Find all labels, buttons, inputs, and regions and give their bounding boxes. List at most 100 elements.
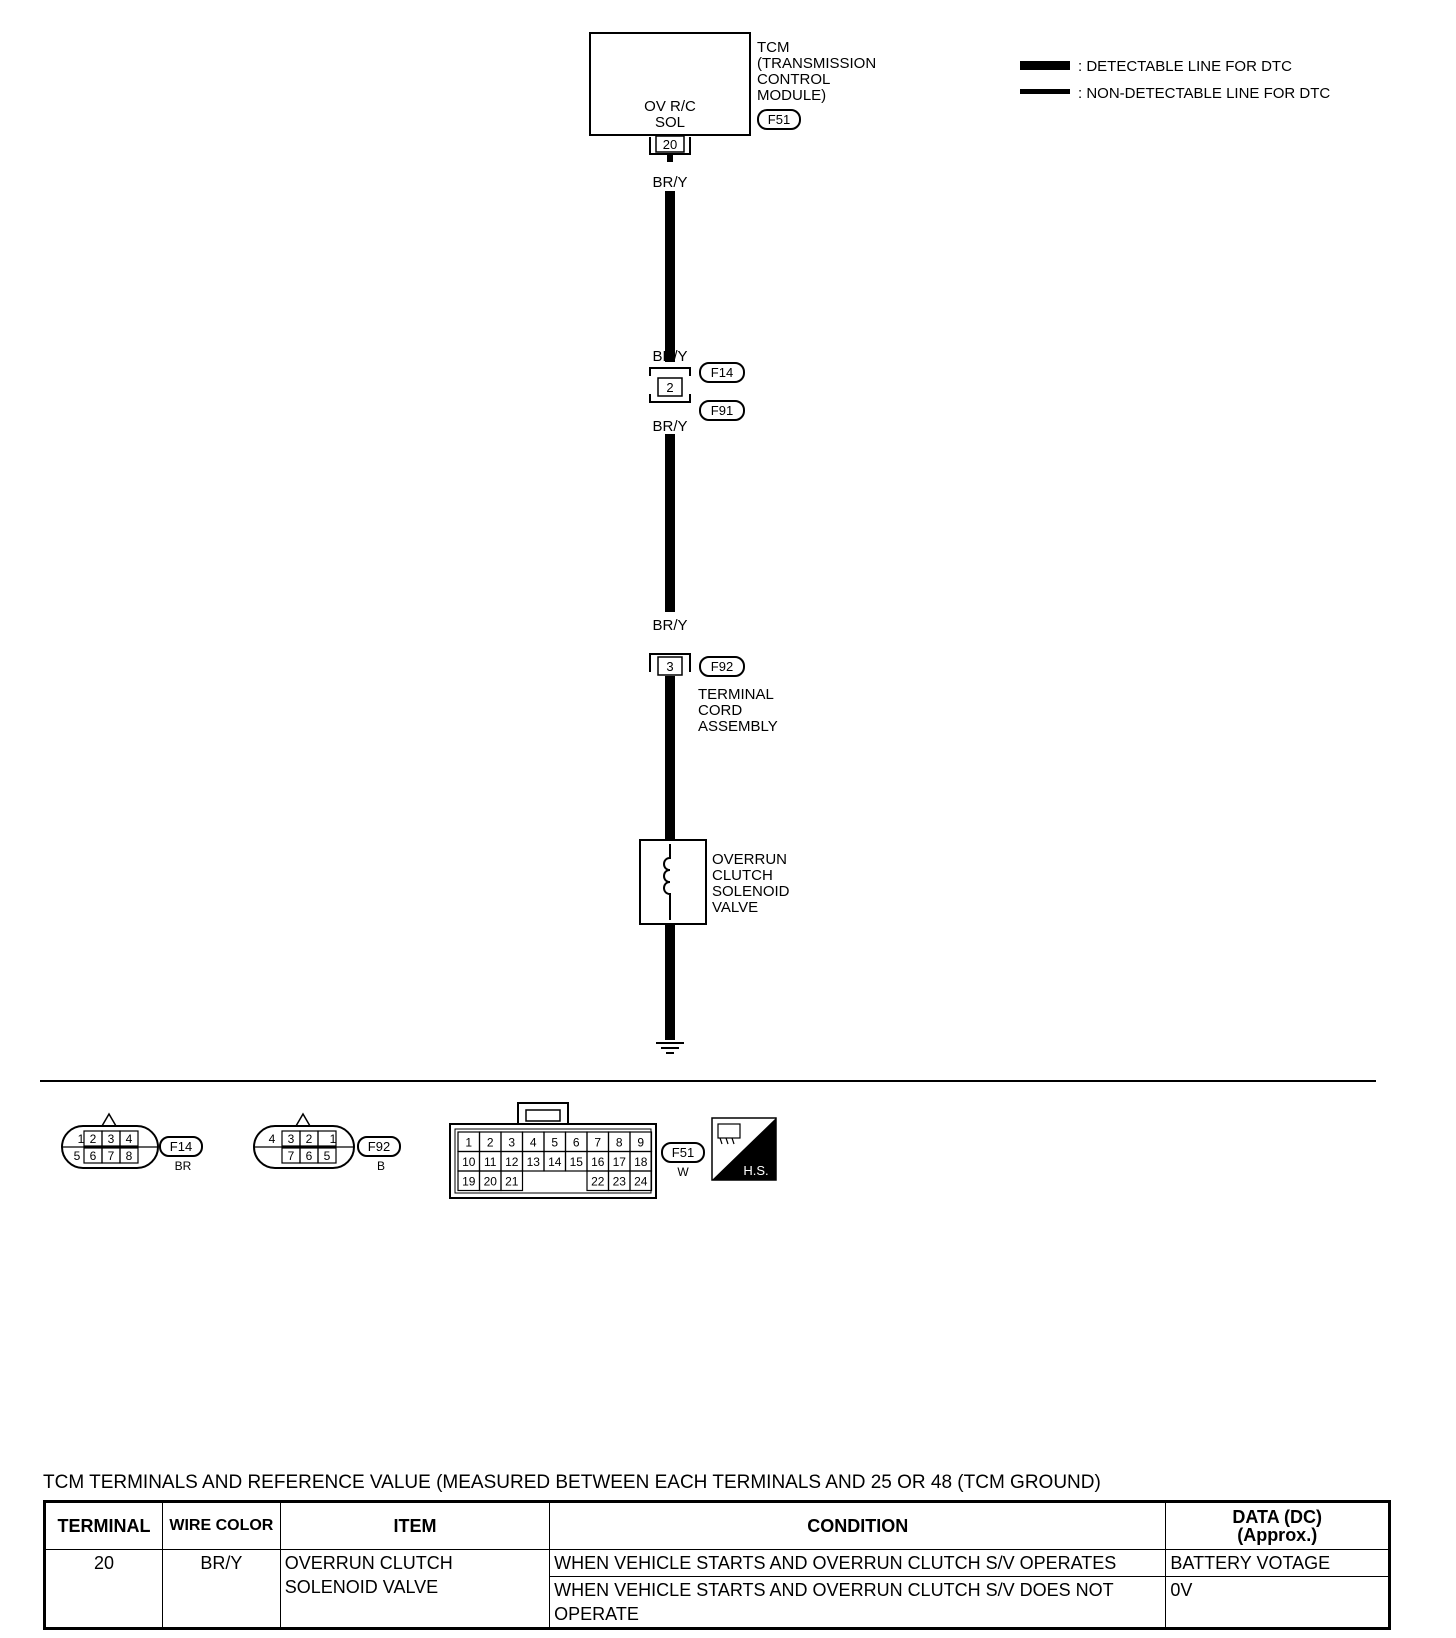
pin: 19 xyxy=(462,1175,476,1189)
table-row: 20 BR/Y OVERRUN CLUTCH SOLENOID VALVE WH… xyxy=(44,1549,1390,1629)
pin: 17 xyxy=(613,1155,627,1169)
pin: 1 xyxy=(330,1132,337,1146)
header-condition: CONDITION xyxy=(549,1501,1167,1550)
hs-badge-fill xyxy=(712,1118,776,1180)
connector-f92-id-pill xyxy=(357,1136,401,1157)
wiring-diagram: : DETECTABLE LINE FOR DTC : NON-DETECTAB… xyxy=(40,32,1376,1199)
legend-detectable-label: : DETECTABLE LINE FOR DTC xyxy=(1078,58,1292,75)
pin: 5 xyxy=(74,1149,81,1163)
cell-condition-1: WHEN VEHICLE STARTS AND OVERRUN CLUTCH S… xyxy=(549,1549,1167,1577)
table-header-row: TERMINAL WIRE COLOR ITEM CONDITION DATA … xyxy=(44,1501,1390,1550)
terminal-cord-bracket xyxy=(649,653,691,672)
terminal-cord-connector-pill xyxy=(699,656,745,677)
wire-segment-1 xyxy=(665,191,675,362)
header-terminal: TERMINAL xyxy=(44,1501,163,1550)
pin: 7 xyxy=(288,1149,295,1163)
legend: : DETECTABLE LINE FOR DTC : NON-DETECTAB… xyxy=(1020,58,1330,102)
pin: 18 xyxy=(634,1155,648,1169)
header-wire-color: WIRE COLOR xyxy=(161,1501,281,1550)
connector-icon xyxy=(717,1123,741,1145)
pin: 6 xyxy=(90,1149,97,1163)
hs-badge: H.S. xyxy=(711,1117,777,1181)
junction-connector-pill-bottom xyxy=(699,400,745,421)
pin: 2 xyxy=(90,1132,97,1146)
pin: 8 xyxy=(126,1149,133,1163)
cell-item-line2: SOLENOID VALVE xyxy=(284,1577,439,1597)
terminal-cord-pin-box xyxy=(657,656,683,676)
reference-table: TERMINAL WIRE COLOR ITEM CONDITION DATA … xyxy=(43,1500,1391,1630)
junction-connector-id-top: F14 xyxy=(711,365,733,380)
tcm-connector-pill xyxy=(757,109,801,130)
solenoid-label-line2: CLUTCH xyxy=(712,867,773,884)
solenoid-box xyxy=(639,839,707,925)
pin: 9 xyxy=(637,1136,644,1150)
cell-condition-2-line1: WHEN VEHICLE STARTS AND OVERRUN CLUTCH S… xyxy=(554,1580,1114,1600)
pin: 12 xyxy=(505,1155,519,1169)
cell-item: OVERRUN CLUTCH SOLENOID VALVE xyxy=(279,1549,551,1629)
legend-non-detectable-swatch xyxy=(1020,89,1070,94)
wire-stub-tcm xyxy=(667,154,673,162)
cell-condition-2-line2: OPERATE xyxy=(554,1604,639,1624)
wire-color-label-4: BR/Y xyxy=(652,617,687,634)
connector-view-f92: 4 3 2 1 7 6 5 F92 B xyxy=(253,1112,401,1173)
tcm-module: TCM (TRANSMISSION CONTROL MODULE) OV R/C… xyxy=(589,32,876,155)
pin: 23 xyxy=(613,1175,627,1189)
pin: 2 xyxy=(487,1136,494,1150)
header-data-line1: DATA (DC) xyxy=(1232,1507,1323,1527)
solenoid-coil-icon xyxy=(663,844,671,920)
junction-pin-box xyxy=(657,377,683,397)
wire-segment-3 xyxy=(665,676,675,840)
tcm-terminal-label-line2: SOL xyxy=(655,114,685,131)
junction-pin-number: 2 xyxy=(666,380,673,395)
pin: 3 xyxy=(288,1132,295,1146)
cell-item-line1: OVERRUN CLUTCH xyxy=(284,1553,453,1573)
wire-segment-2 xyxy=(665,434,675,612)
pin: 6 xyxy=(573,1136,580,1150)
wire-harness xyxy=(665,154,675,1040)
ground-icon xyxy=(656,1042,684,1054)
terminal-cord-label-line2: CORD xyxy=(698,702,742,719)
tcm-title-line4: MODULE) xyxy=(757,87,826,104)
solenoid-label-line4: VALVE xyxy=(712,899,758,916)
wire-segment-4 xyxy=(665,922,675,1040)
connector-view-f14: 1 2 3 4 5 6 7 8 F14 BR xyxy=(61,1112,203,1173)
junction-connector: 2 F14 F91 xyxy=(649,362,745,421)
pin: 5 xyxy=(551,1136,558,1150)
junction-bracket-bottom xyxy=(649,394,691,403)
connector-f14-key-icon xyxy=(101,1112,117,1127)
pin: 4 xyxy=(126,1132,133,1146)
pin-cell xyxy=(629,1170,653,1192)
cell-terminal: 20 xyxy=(44,1549,163,1629)
pin: 10 xyxy=(462,1155,476,1169)
connector-f92-id: F92 xyxy=(368,1139,390,1154)
pin: 1 xyxy=(465,1136,472,1150)
cell-data-2: 0V xyxy=(1165,1576,1390,1629)
pin: 16 xyxy=(591,1155,605,1169)
pin: 1 xyxy=(78,1132,85,1146)
connector-f92-bottom-pins: 7 6 5 xyxy=(281,1147,337,1164)
pin: 15 xyxy=(570,1155,584,1169)
connector-f14-top-pins: 1 2 3 4 xyxy=(78,1130,139,1147)
connector-f14-id-pill xyxy=(159,1136,203,1157)
solenoid-label-line3: SOLENOID xyxy=(712,883,790,900)
hs-badge-label: H.S. xyxy=(743,1163,768,1178)
pin: 7 xyxy=(108,1149,115,1163)
pin: 20 xyxy=(484,1175,498,1189)
table-caption: TCM TERMINALS AND REFERENCE VALUE (MEASU… xyxy=(43,1472,1101,1493)
connector-f14-color: BR xyxy=(175,1159,192,1173)
pin: 13 xyxy=(527,1155,541,1169)
solenoid-valve: OVERRUN CLUTCH SOLENOID VALVE xyxy=(639,839,790,925)
connector-f14-id: F14 xyxy=(170,1139,192,1154)
pin: 2 xyxy=(306,1132,313,1146)
legend-non-detectable-label: : NON-DETECTABLE LINE FOR DTC xyxy=(1078,85,1330,102)
tcm-title-line3: CONTROL xyxy=(757,71,830,88)
cell-data-1: BATTERY VOTAGE xyxy=(1165,1549,1390,1577)
pin: 3 xyxy=(108,1132,115,1146)
terminal-cord-connector-id: F92 xyxy=(711,659,733,674)
pin: 3 xyxy=(508,1136,515,1150)
connector-f14-bottom-pins: 5 6 7 8 xyxy=(74,1147,139,1164)
connector-f51-id: F51 xyxy=(672,1145,694,1160)
tcm-terminal-label-line1: OV R/C xyxy=(644,98,696,115)
connector-f51-color: W xyxy=(677,1165,689,1179)
